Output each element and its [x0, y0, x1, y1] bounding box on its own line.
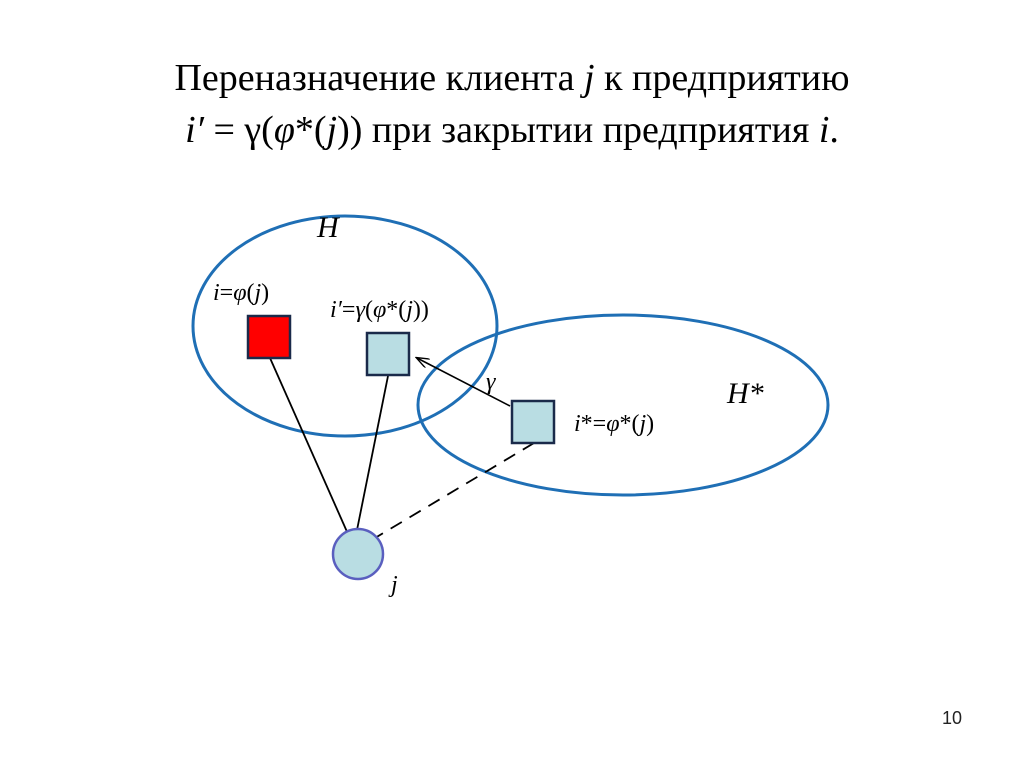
title-var-phi: φ	[273, 109, 295, 151]
title-var-j: j	[583, 57, 595, 99]
assignment-line-istar-dashed	[374, 442, 535, 539]
set-hstar-ellipse	[416, 313, 830, 497]
client-label-j: j	[391, 572, 398, 598]
title-line-1: Переназначение клиента j к предприятию	[0, 52, 1024, 104]
set-h-ellipse	[191, 214, 499, 438]
gamma-arrow	[417, 358, 511, 407]
title-text: = γ(	[203, 109, 274, 151]
assignment-line-iprime	[356, 375, 389, 531]
title-text: .	[829, 109, 839, 151]
label-closed-facility-i: i=φ(j)	[213, 280, 270, 306]
title-var-iprime: i′	[185, 109, 204, 151]
facility-iprime	[365, 331, 411, 377]
facility-istar	[510, 399, 556, 445]
title-var-j: j	[326, 109, 338, 151]
title-text: )) при закрытии предприятия	[337, 109, 819, 151]
title-text: Переназначение клиента	[174, 57, 584, 99]
label-facility-iprime: i′=γ(φ*(j))	[330, 297, 429, 323]
slide-title: Переназначение клиента j к предприятию i…	[0, 52, 1024, 156]
title-var-i: i	[818, 109, 830, 151]
title-line-2: i′ = γ(φ*(j)) при закрытии предприятия i…	[0, 104, 1024, 156]
assignment-line-i	[269, 357, 349, 535]
title-text: к предприятию	[594, 57, 850, 99]
client-node-j	[331, 527, 385, 581]
label-facility-istar: i*=φ*(j)	[574, 411, 655, 437]
closed-facility-i	[246, 314, 292, 360]
title-text: *(	[294, 109, 327, 151]
set-h-label: H	[317, 211, 339, 244]
gamma-arrow-label: γ	[486, 369, 496, 395]
set-hstar-label: H*	[727, 377, 764, 410]
page-number: 10	[941, 708, 962, 728]
